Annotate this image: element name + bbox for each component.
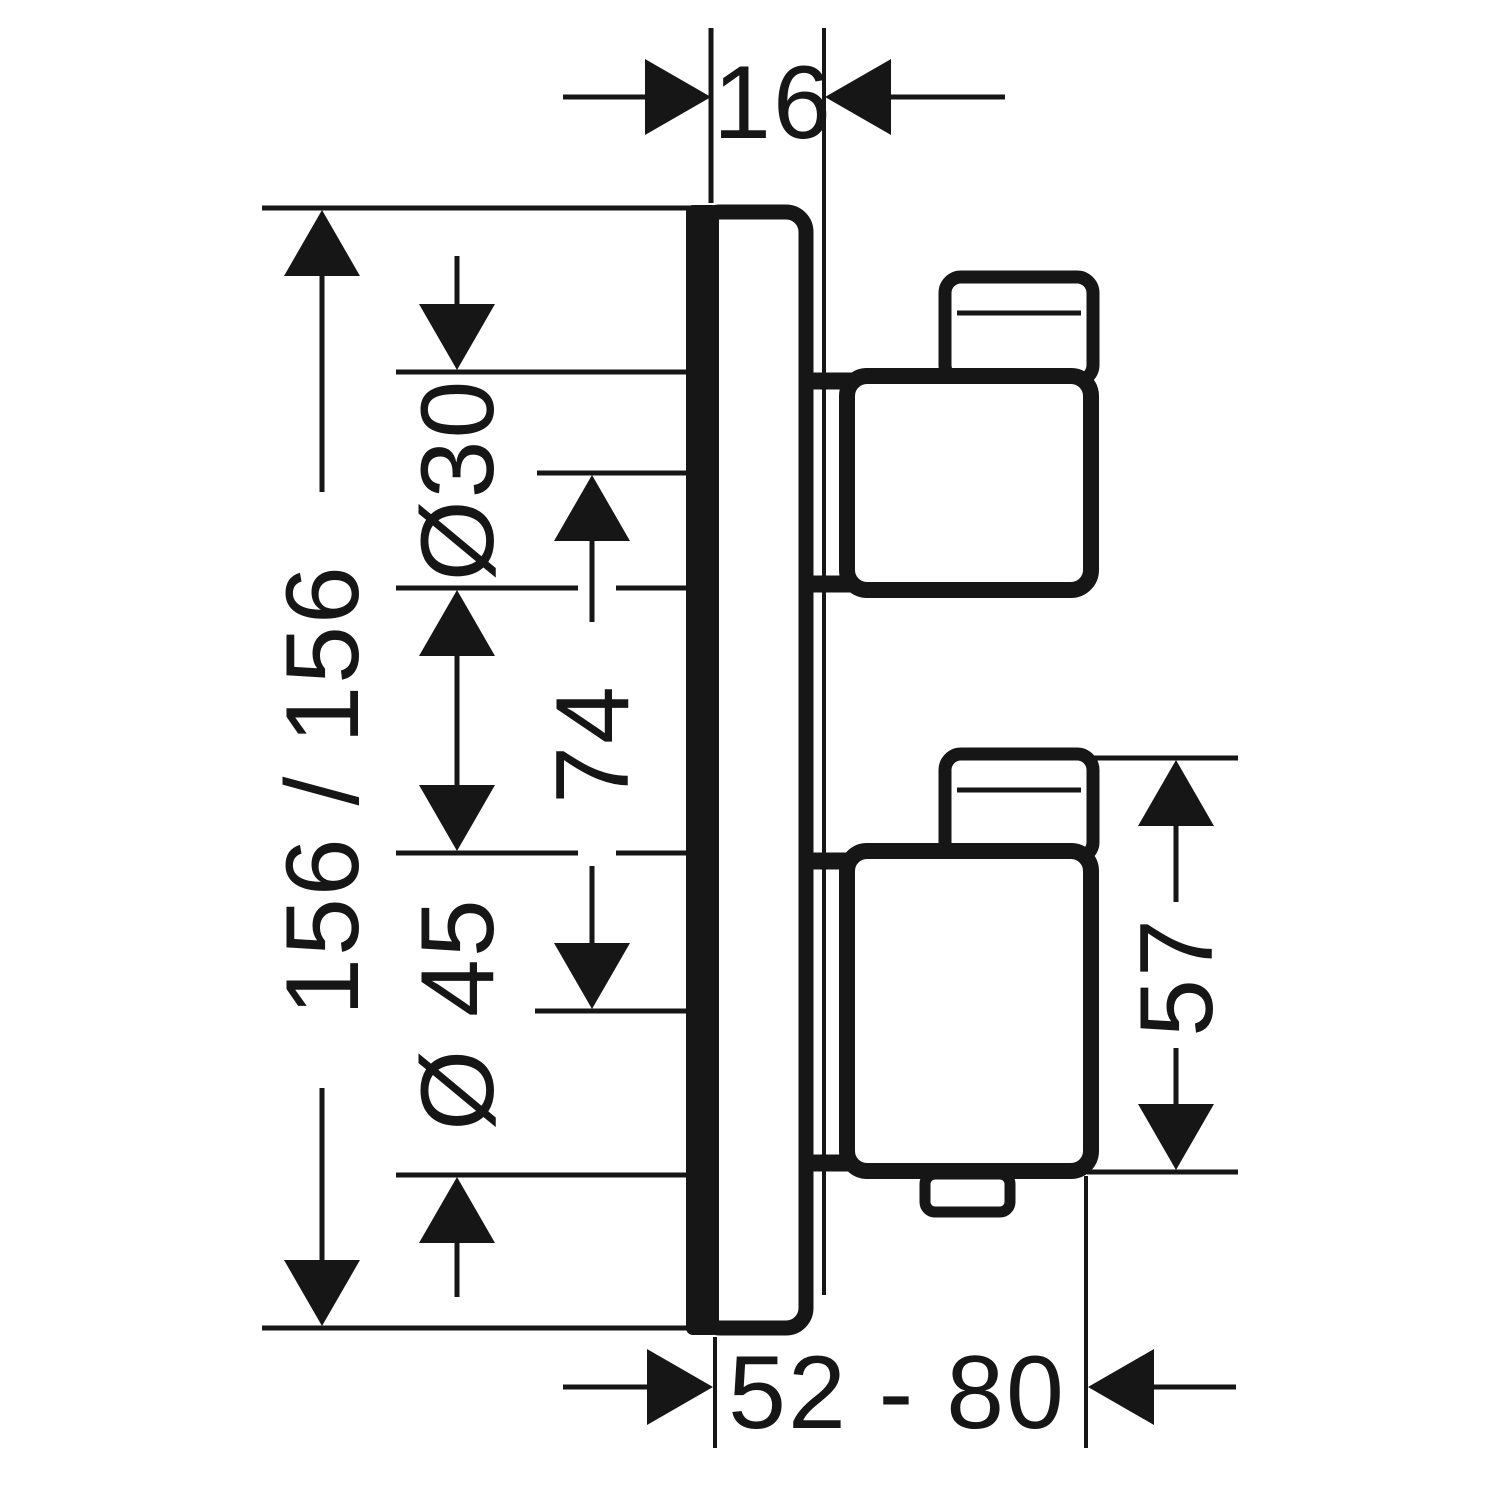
dimension-handle-projection: 57	[1085, 755, 1238, 1175]
arrow-up-icon	[419, 1177, 495, 1243]
top-handle-body	[839, 368, 1099, 598]
dimension-plate-size: 156 / 156	[262, 205, 706, 1331]
bottom-handle-cap	[938, 747, 1100, 865]
arrow-down-icon	[554, 943, 630, 1009]
plate-wall-face-bar	[686, 205, 719, 1335]
arrow-right-icon	[645, 59, 711, 135]
dimension-bottom-handle-diameter: Ø 45	[396, 785, 688, 1297]
dimension-label-16: 16	[713, 45, 833, 161]
bottom-handle	[810, 747, 1100, 1218]
arrow-up-icon	[284, 210, 360, 276]
dimension-label-52-80: 52 - 80	[728, 1335, 1066, 1451]
arrow-up-icon	[1138, 760, 1214, 826]
arrow-up-icon	[554, 475, 630, 541]
top-handle-cap	[938, 270, 1100, 388]
arrow-right-icon	[647, 1349, 713, 1425]
arrow-down-icon	[419, 304, 495, 370]
arrow-left-icon	[1088, 1349, 1154, 1425]
bottom-handle-tab	[919, 1168, 1016, 1218]
dimension-installation-depth: 52 - 80	[563, 1176, 1236, 1451]
dimension-plate-depth: 16	[563, 28, 1005, 203]
bottom-handle-body	[839, 843, 1099, 1179]
arrow-down-icon	[419, 785, 495, 851]
dimension-label-57: 57	[1119, 917, 1235, 1037]
arrow-down-icon	[1138, 1104, 1214, 1170]
dimension-label-d45: Ø 45	[400, 897, 516, 1130]
arrow-down-icon	[284, 1260, 360, 1326]
wall-plate	[686, 204, 814, 1336]
dimension-label-74: 74	[535, 684, 651, 804]
dimension-handle-distance: 74	[535, 470, 688, 1014]
dimension-top-handle-diameter: Ø30	[396, 256, 688, 656]
arrow-left-icon	[825, 59, 891, 135]
dimension-label-156-156: 156 / 156	[265, 564, 381, 1016]
dimension-label-d30: Ø30	[400, 379, 516, 582]
arrow-up-icon	[419, 590, 495, 656]
top-handle	[810, 270, 1100, 598]
